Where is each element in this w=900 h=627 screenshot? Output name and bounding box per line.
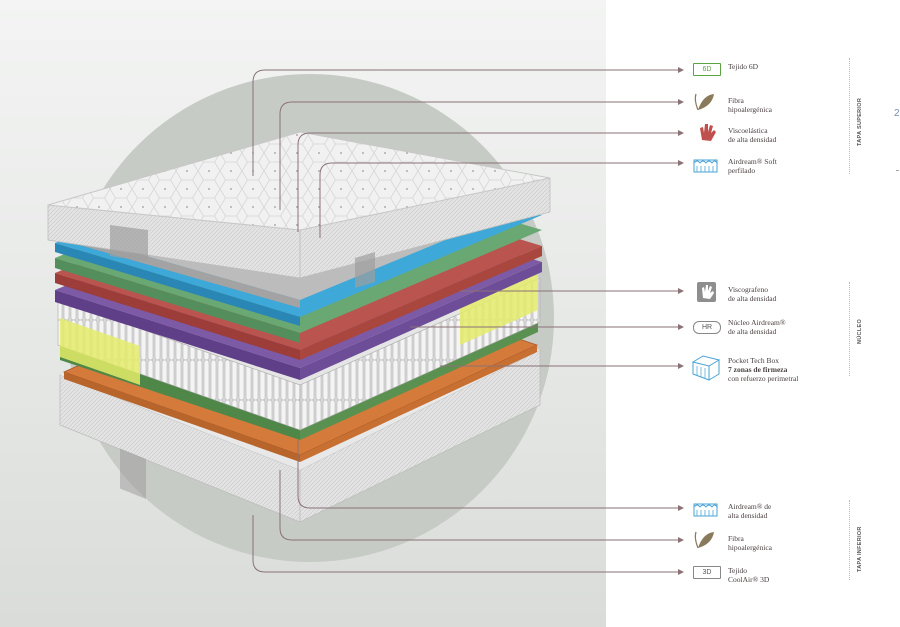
edge-mark xyxy=(896,170,899,171)
leader-line-visco xyxy=(297,132,680,232)
page-number: 2 xyxy=(894,108,900,119)
hr-core-badge: HR xyxy=(693,321,721,334)
section-divider-core xyxy=(849,282,850,376)
leader-line-airdream-soft xyxy=(319,162,680,238)
section-divider-bottom xyxy=(849,500,850,580)
section-label-bottom: TAPA INFERIOR xyxy=(857,526,863,572)
leader-line-6d xyxy=(252,69,680,176)
top-cover xyxy=(47,131,551,288)
callout-label-6d: Tejido 6D xyxy=(728,62,759,71)
airdream-foam-icon xyxy=(693,503,718,517)
3d-fabric-badge: 3D xyxy=(693,566,721,579)
section-label-core: NÚCLEO xyxy=(857,318,863,344)
callout-label-hr: Núcleo Airdream®de alta densidad xyxy=(728,318,786,336)
leaf-icon xyxy=(694,93,714,111)
leader-line-airdream xyxy=(297,440,680,509)
pocket-box-icon xyxy=(691,355,721,381)
6d-fabric-badge: 6D xyxy=(693,63,721,76)
legend-panel xyxy=(606,0,900,627)
hand-imprint-icon xyxy=(700,124,716,141)
leaf-icon xyxy=(694,531,714,549)
leader-line-fibra-bottom xyxy=(279,470,680,541)
section-label-top: TAPA SUPERIOR xyxy=(857,97,863,146)
hand-graphene-icon xyxy=(697,282,716,302)
leader-lines xyxy=(252,69,680,573)
profiled-foam-icon xyxy=(693,159,718,173)
leader-line-3d xyxy=(252,515,680,573)
leader-line-fibra-top xyxy=(279,101,680,210)
section-divider-top xyxy=(849,58,850,174)
